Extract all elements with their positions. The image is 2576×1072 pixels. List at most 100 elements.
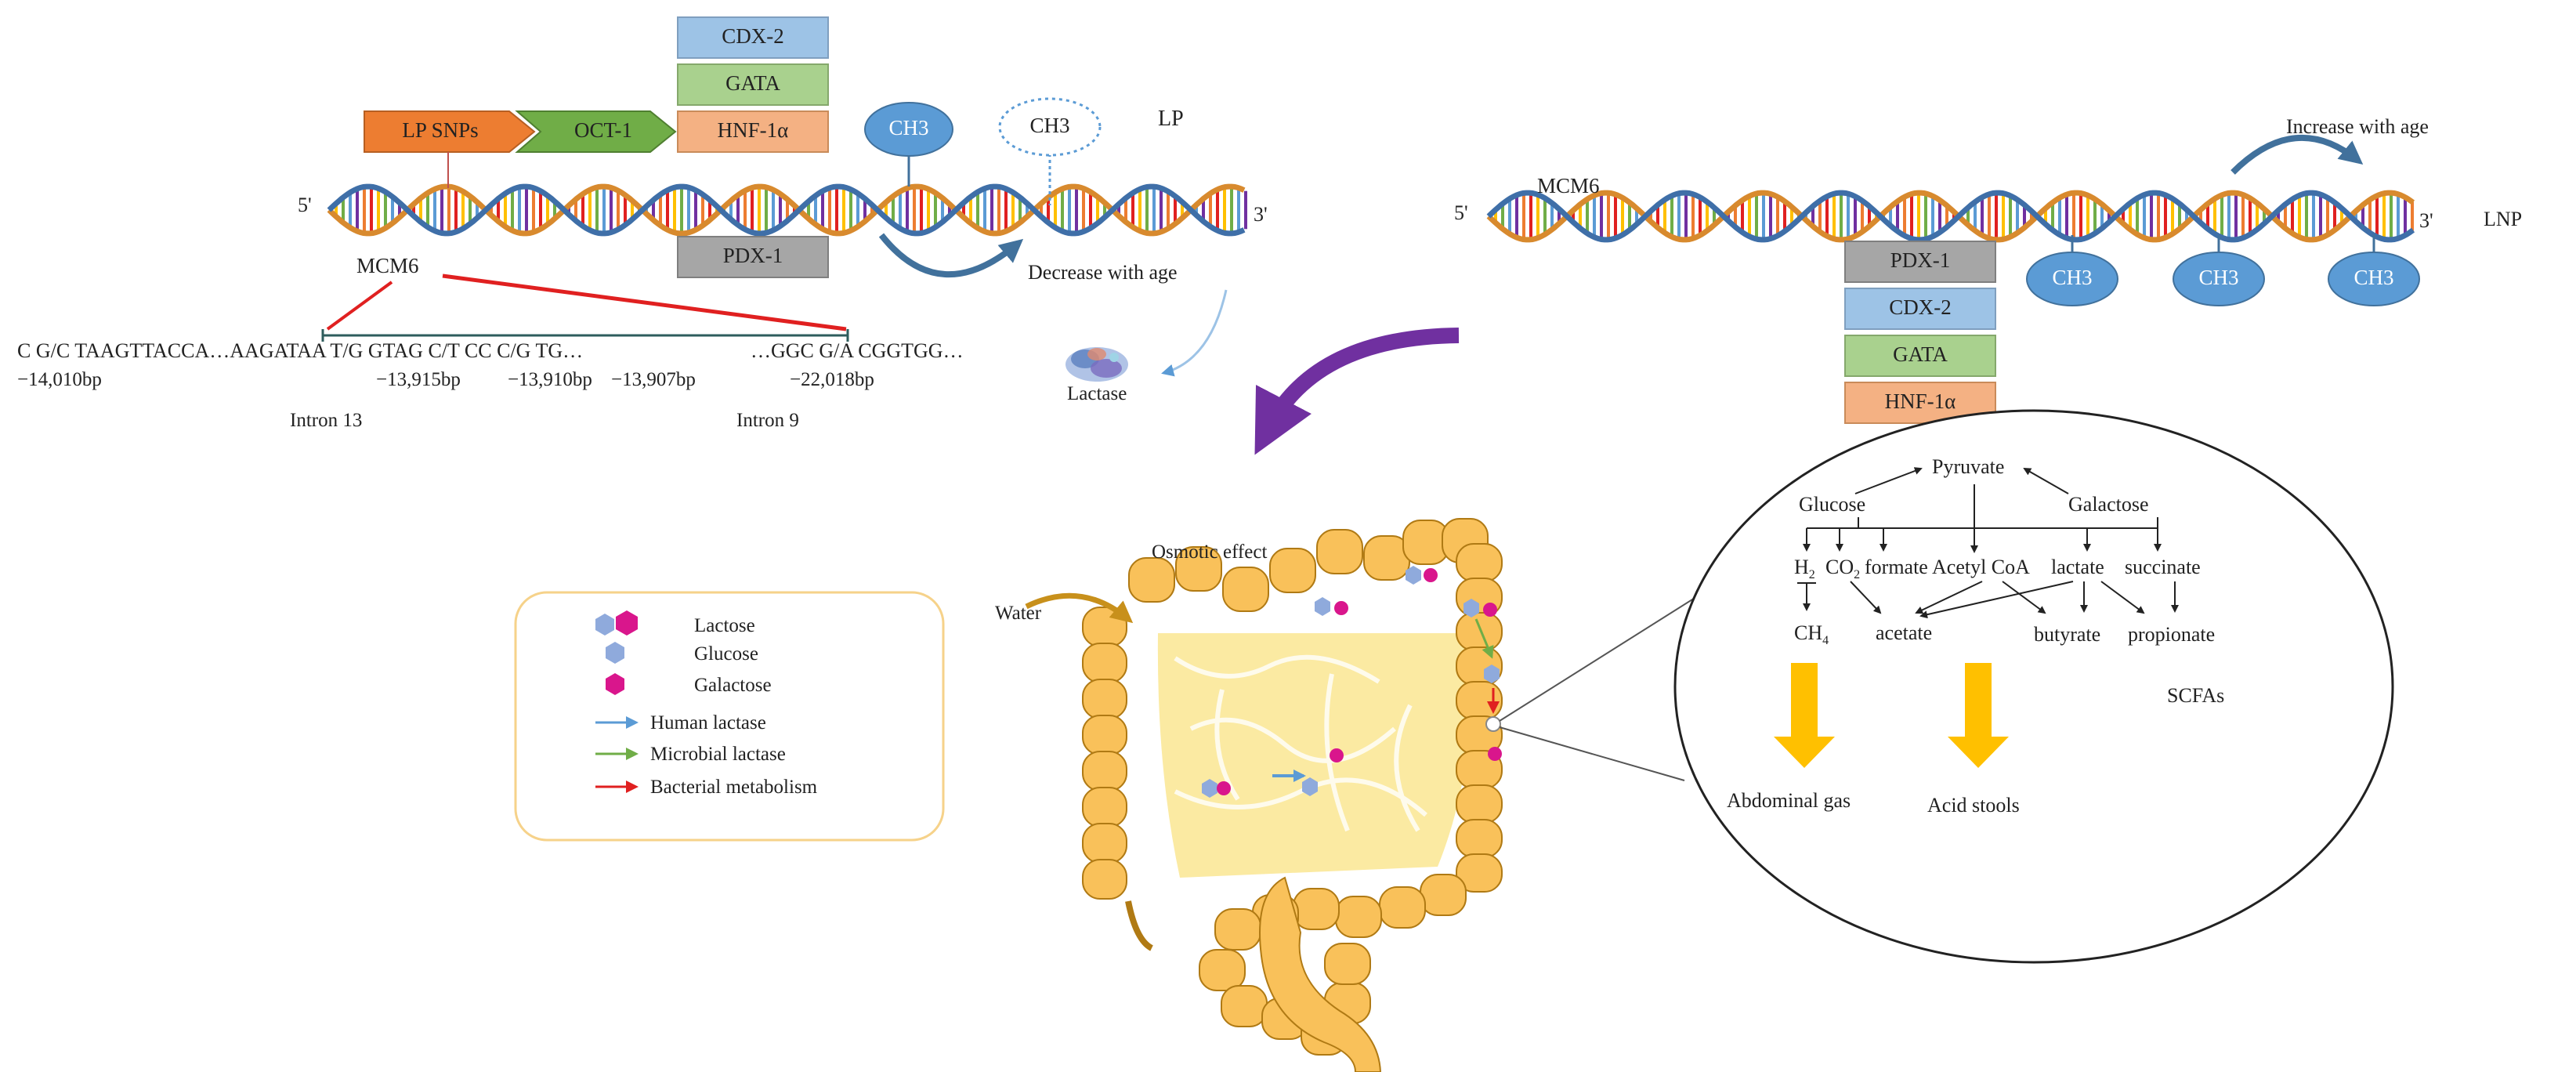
ch4-label: CH4 [1794,621,1829,647]
lnp-corner-label: LNP [2484,208,2522,230]
position-14010: −14,010bp [17,369,102,390]
gata-label-lp: GATA [725,71,780,95]
cdx2-label-lnp: CDX-2 [1889,295,1952,319]
lp-3prime-label: 3' [1254,203,1268,226]
lp-to-lactase-arrow [1161,289,1228,377]
abdominal-gas-label: Abdominal gas [1727,789,1851,812]
lnp-methyl-group-3 [2328,252,2420,306]
lp-panel: 5' 3' LP CDX-2 GATA HNF-1α LP SNPs OCT-1… [17,16,1268,431]
lnp-methyl-label-2: CH3 [2198,266,2238,289]
colon-haustrum [1175,546,1222,592]
legend-human-lactase: Human lactase [650,712,766,733]
acetate-label: acetate [1876,621,1932,644]
dna-strand-antisense [327,183,1246,237]
dna-strand-sense [327,183,1246,237]
colon-haustrum [1456,681,1503,720]
colon-haustrum [1082,859,1127,900]
position-22018: −22,018bp [790,369,874,390]
colon-haustrum [1335,896,1382,938]
fermentation-panel: Pyruvate Glucose Galactose H2 CO2 format… [1673,409,2394,964]
colon-illustration: Water Osmotic effect [995,518,1503,1072]
hnf1a-box-lp [677,110,829,153]
butyrate-label: butyrate [2034,623,2100,646]
legend-bacterial-metabolism: Bacterial metabolism [650,777,818,798]
lactase-enzyme-icon [1065,347,1128,382]
pdx1-label-lp: PDX-1 [723,244,783,267]
colon-haustrum [1420,874,1467,916]
lactate-to-propionate-arrow [2100,581,2145,614]
sequence-right: …GGC G/A CGGTGG… [751,339,964,362]
oct1-arrow-box [515,110,677,153]
colon-haustrum [1456,784,1503,824]
cdx2-box-lnp [1844,288,1996,330]
colon-haustrum [1082,787,1127,828]
lnp-curved-arrow [2230,134,2364,175]
colon-haustrum [1221,985,1268,1027]
gas-yellow-arrow [1774,663,1835,768]
water-label: Water [995,603,1042,624]
colon-haustrum [1082,715,1127,755]
oct1-label: OCT-1 [574,118,632,142]
branch-bar [1858,517,2158,529]
mcm6-red-line-right [442,273,847,331]
colon-haustrum [1128,557,1175,603]
mcm6-red-line-left [326,281,393,331]
lp-curved-arrow [878,233,1024,277]
lnp-dna-helix [1486,190,2415,243]
lp-dna-helix [327,183,1247,237]
colon-haustrum [1214,908,1261,951]
small-intestine-lumen [1157,633,1474,878]
galactose-node-label: Galactose [2068,493,2149,516]
intron-13-label: Intron 13 [290,410,362,431]
succinate-label: succinate [2125,556,2201,578]
zoom-line-top [1499,595,1699,722]
pdx1-box-lnp [1844,241,1996,283]
lnp-panel: 5' 3' LNP MCM6 Increase with age PDX-1 C… [1454,115,2522,424]
position-13907: −13,907bp [611,369,696,390]
legend-galactose: Galactose [694,675,772,696]
pyruvate-label: Pyruvate [1932,455,2004,478]
propionate-label: propionate [2128,623,2215,646]
lactate-to-acetate-arrow [1919,581,2074,619]
legend-lactose: Lactose [694,615,755,636]
colon-haustrum [1082,751,1127,791]
lp-snps-label: LP SNPs [402,118,478,142]
hnf1a-label-lnp: HNF-1α [1885,389,1956,413]
lp-snps-arrow-box [364,110,536,153]
galactose-icon [606,673,624,695]
lp-corner-label: LP [1158,107,1184,131]
lactose-icon [595,610,638,636]
lp-mcm6-label: MCM6 [356,254,419,277]
lp-methyl-solid-label: CH3 [888,116,928,139]
colon-haustrum [1222,567,1269,612]
lnp-methyl-label-1: CH3 [2052,266,2092,289]
galactose-to-pyruvate-arrow [2023,468,2069,494]
acetylcoa-to-acetate-arrow [1915,581,1983,614]
dna-strand-sense [1486,190,2415,243]
glucose-to-pyruvate-arrow [1854,467,1923,494]
colon-sugars [1202,566,1502,798]
fermentation-circle [1673,409,2394,964]
scfas-label: SCFAs [2167,684,2224,707]
colon-haustrum [1456,612,1503,651]
lp-methyl-dotted-label: CH3 [1029,114,1069,137]
colon-haustrum [1456,853,1503,893]
lnp-mcm6-label: MCM6 [1537,174,1600,197]
gata-box-lnp [1844,335,1996,377]
sequence-left: C G/C TAAGTTACCA…AAGATAA T/G GTAG C/T CC… [17,339,583,362]
decrease-with-age-label: Decrease with age [1028,261,1178,284]
intron-9-label: Intron 9 [736,410,799,431]
legend: Lactose Glucose Galactose Human lactase … [514,591,945,842]
acetylcoa-to-butyrate-arrow [2002,581,2046,614]
position-13915: −13,915bp [376,369,461,390]
lnp-methyl-label-3: CH3 [2353,266,2393,289]
lumen-folds [1174,654,1427,832]
colon-haustrum [1316,529,1363,574]
pdx1-label-lnp: PDX-1 [1890,248,1951,272]
lactase-label: Lactase [1067,383,1127,404]
colon-haustrum [1379,886,1426,929]
appendix [1125,900,1154,951]
colon-wall [1082,518,1503,1072]
lnp-methyl-group-1 [2026,252,2118,306]
